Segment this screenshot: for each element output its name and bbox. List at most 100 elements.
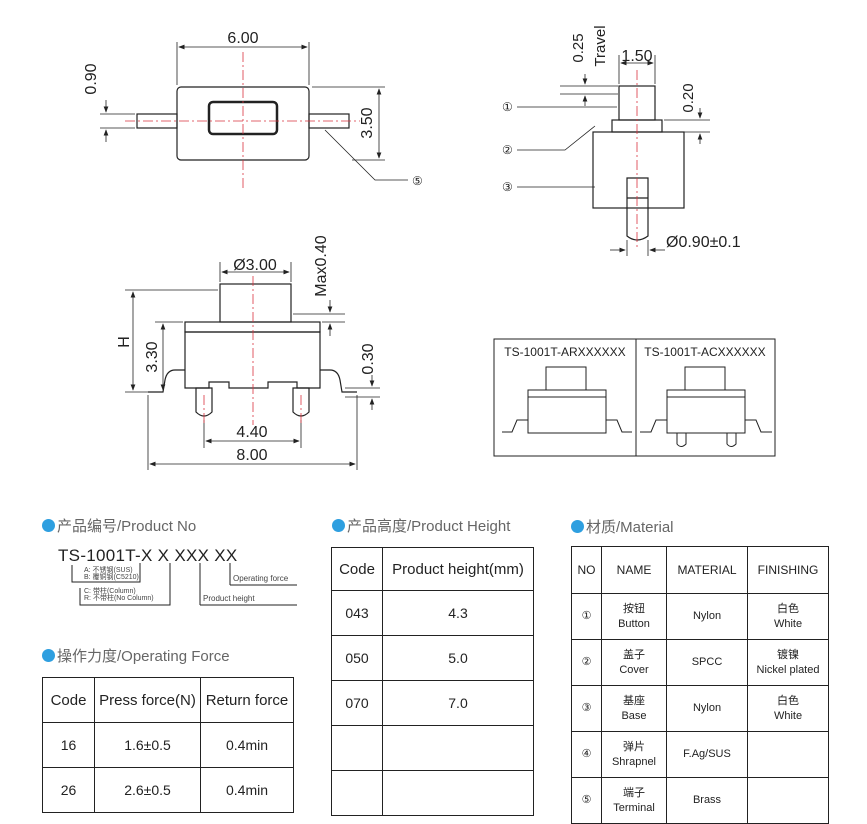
table-row [331,770,534,816]
front-view-drawing [125,262,380,470]
table-header-row: NO NAME MATERIAL FINISHING [571,546,829,594]
variant-a-label: TS-1001T-ARXXXXXX [504,345,625,359]
table-cell: ② [571,639,602,686]
table-cell: SPCC [666,639,748,686]
front-body-height: 3.30 [144,341,161,372]
column-header: NAME [601,546,667,594]
table-cell [331,725,383,771]
table-cell: 2.6±0.5 [94,767,201,813]
side-travel-label: Travel [592,25,609,66]
product-no-title: 产品编号/Product No [42,515,196,536]
table-cell [331,770,383,816]
callout-5: ⑤ [412,174,423,188]
operating-force-table: Code Press force(N) Return force 16 1.6±… [42,677,294,813]
operating-force-code-label: Operating force [233,574,289,583]
side-width-label: 1.50 [621,48,652,65]
bullet-dot-icon [571,520,584,533]
table-cell: 5.0 [382,635,534,681]
material-title: 材质/Material [571,516,674,537]
table-row: 26 2.6±0.5 0.4min [42,767,294,813]
table-cell: 26 [42,767,95,813]
table-cell: Brass [666,777,748,824]
table-cell: F.Ag/SUS [666,731,748,778]
operating-force-title: 操作力度/Operating Force [42,645,230,666]
product-height-table: Code Product height(mm) 043 4.3 050 5.0 … [331,547,534,816]
callout-2: ② [502,143,513,157]
table-cell: 7.0 [382,680,534,726]
bullet-dot-icon [42,649,55,662]
front-foot-label: 0.30 [360,343,377,374]
product-height-code-label: Product height [203,594,255,603]
front-max-label: Max0.40 [313,235,330,296]
column-header: MATERIAL [666,546,748,594]
side-view-drawing [517,55,710,256]
column-header: Press force(N) [94,677,201,723]
table-row: 043 4.3 [331,590,534,636]
column-header: Product height(mm) [382,547,534,591]
top-height-label: 3.50 [359,107,376,138]
table-cell [382,770,534,816]
product-code: TS-1001T-X X XXX XX [58,546,238,565]
table-cell: 043 [331,590,383,636]
column-header: Code [331,547,383,591]
table-row: 16 1.6±0.5 0.4min [42,722,294,768]
table-cell: 4.3 [382,590,534,636]
column-header: Code [42,677,95,723]
table-cell [382,725,534,771]
table-cell [747,731,829,778]
table-cell: ⑤ [571,777,602,824]
side-cover-label: 0.20 [680,83,697,112]
callout-3: ③ [502,180,513,194]
table-row: 070 7.0 [331,680,534,726]
variant-box [493,338,776,457]
front-total-label: 8.00 [236,447,267,464]
side-travel-value: 0.25 [570,33,587,62]
table-cell: ① [571,593,602,640]
product-height-title: 产品高度/Product Height [332,515,510,536]
callout-1: ① [502,100,513,114]
table-cell: 050 [331,635,383,681]
table-cell: ③ [571,685,602,732]
bullet-dot-icon [42,519,55,532]
front-view-centerlines [203,276,302,425]
top-view-centerlines [125,52,360,190]
front-button-dia: Ø3.00 [233,257,277,274]
table-cell: Nylon [666,593,748,640]
table-header-row: Code Press force(N) Return force [42,677,294,723]
column-header: Return force [200,677,294,723]
table-row: 050 5.0 [331,635,534,681]
front-h-label: H [116,336,133,348]
table-cell [747,777,829,824]
table-cell: 1.6±0.5 [94,722,201,768]
column-header: NO [571,546,602,594]
column-header: FINISHING [747,546,829,594]
product-code-notes: A: 不锈钢(SUS) B: 覆铜钢(C5210) C: 带柱(Column) … [84,567,154,602]
table-row [331,725,534,771]
table-cell: 0.4min [200,722,294,768]
bullet-dot-icon [332,519,345,532]
table-cell: 0.4min [200,767,294,813]
front-pitch-label: 4.40 [236,424,267,441]
product-code-leaders [71,563,297,606]
top-lead-label: 0.90 [83,63,100,94]
top-width-label: 6.00 [227,30,258,47]
technical-drawings: 6.00 3.50 0.90 ⑤ 0.25 Travel 1.50 0.20 Ø… [83,25,776,470]
side-pin-label: Ø0.90±0.1 [666,234,741,251]
table-cell: ④ [571,731,602,778]
table-cell: 16 [42,722,95,768]
table-cell: 070 [331,680,383,726]
table-header-row: Code Product height(mm) [331,547,534,591]
